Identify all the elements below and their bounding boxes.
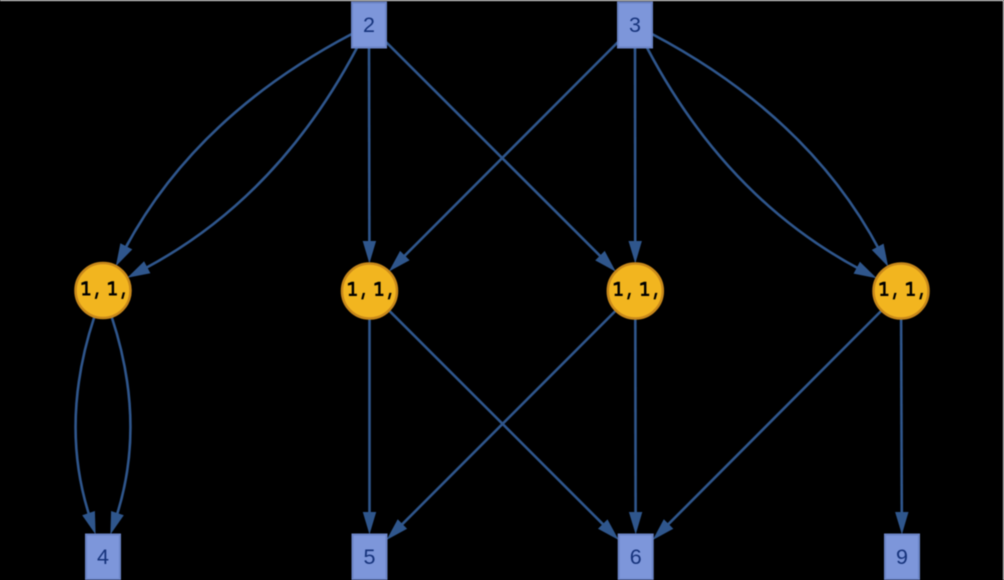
svg-text:9: 9: [896, 545, 908, 569]
svg-text:4: 4: [97, 545, 109, 569]
svg-text:2: 2: [363, 13, 375, 37]
svg-text:6: 6: [630, 545, 642, 569]
svg-text:3: 3: [629, 13, 641, 37]
svg-text:5: 5: [364, 545, 376, 569]
